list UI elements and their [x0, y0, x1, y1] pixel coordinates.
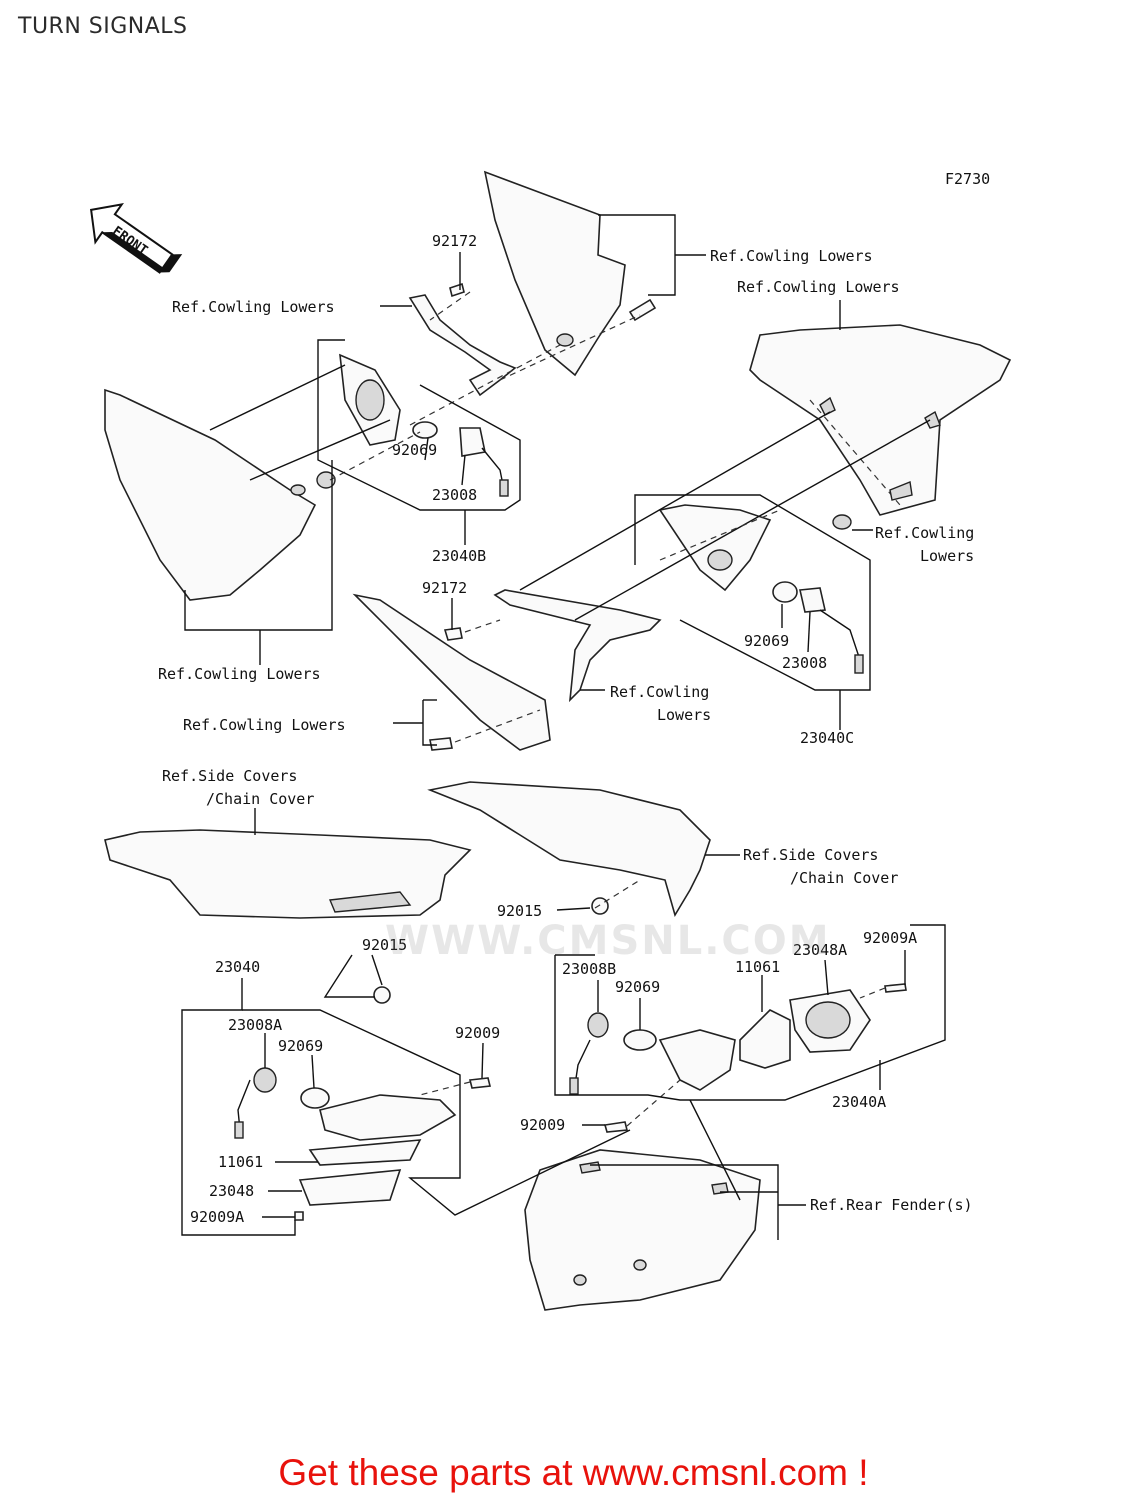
- left-side-cover-part: [105, 830, 470, 918]
- label-23008a: 23008A: [228, 1016, 282, 1034]
- label-11061-left: 11061: [218, 1153, 263, 1171]
- label-92009a-left: 92009A: [190, 1208, 244, 1226]
- promo-link[interactable]: Get these parts at www.cmsnl.com !: [0, 1452, 1147, 1494]
- label-92009a-right: 92009A: [863, 929, 917, 947]
- label-23040a: 23040A: [832, 1093, 886, 1111]
- label-92009-right: 92009: [520, 1116, 565, 1134]
- label-ref-rear-fender: Ref.Rear Fender(s): [810, 1196, 973, 1214]
- label-ref-cowling-center-1: Ref.Cowling: [610, 683, 709, 701]
- label-23048: 23048: [209, 1182, 254, 1200]
- label-ref-side-covers-left-2: /Chain Cover: [206, 790, 314, 808]
- right-side-cover-part: [430, 782, 710, 915]
- label-ref-cowling-top-right: Ref.Cowling Lowers: [710, 247, 873, 265]
- figure-code: F2730: [945, 170, 990, 188]
- front-arrow-icon: FRONT: [77, 192, 185, 287]
- label-ref-cowling-right-mid-1: Ref.Cowling: [875, 524, 974, 542]
- upper-bracket-part: [410, 284, 515, 395]
- label-ref-cowling-left-bottom: Ref.Cowling Lowers: [158, 665, 321, 683]
- label-ref-cowling-right-mid-2: Lowers: [920, 547, 974, 565]
- label-23040b: 23040B: [432, 547, 486, 565]
- label-ref-side-covers-right-1: Ref.Side Covers: [743, 846, 878, 864]
- label-92069-c: 92069: [615, 978, 660, 996]
- middle-bracket-part: [355, 590, 660, 750]
- upper-right-cowling-part: [485, 172, 655, 375]
- label-23008-b: 23008: [782, 654, 827, 672]
- label-ref-side-covers-right-2: /Chain Cover: [790, 869, 898, 887]
- label-92172-top: 92172: [432, 232, 477, 250]
- label-ref-cowling-right-2: Ref.Cowling Lowers: [737, 278, 900, 296]
- label-ref-side-covers-left-1: Ref.Side Covers: [162, 767, 297, 785]
- label-92069-b: 92069: [744, 632, 789, 650]
- rear-fender-part: [525, 1150, 760, 1310]
- label-ref-cowling-left-top: Ref.Cowling Lowers: [172, 298, 335, 316]
- label-92009-left: 92009: [455, 1024, 500, 1042]
- right-large-cowling-part: [750, 325, 1010, 515]
- left-cowling-part: [105, 390, 335, 600]
- label-23040: 23040: [215, 958, 260, 976]
- label-23008-a: 23008: [432, 486, 477, 504]
- label-ref-cowling-center-2: Lowers: [657, 706, 711, 724]
- watermark: WWW.CMSNL.COM: [385, 918, 831, 964]
- label-23040c: 23040C: [800, 729, 854, 747]
- label-92069-d: 92069: [278, 1037, 323, 1055]
- label-ref-cowling-left-low: Ref.Cowling Lowers: [183, 716, 346, 734]
- label-92172-mid: 92172: [422, 579, 467, 597]
- label-92069-a: 92069: [392, 441, 437, 459]
